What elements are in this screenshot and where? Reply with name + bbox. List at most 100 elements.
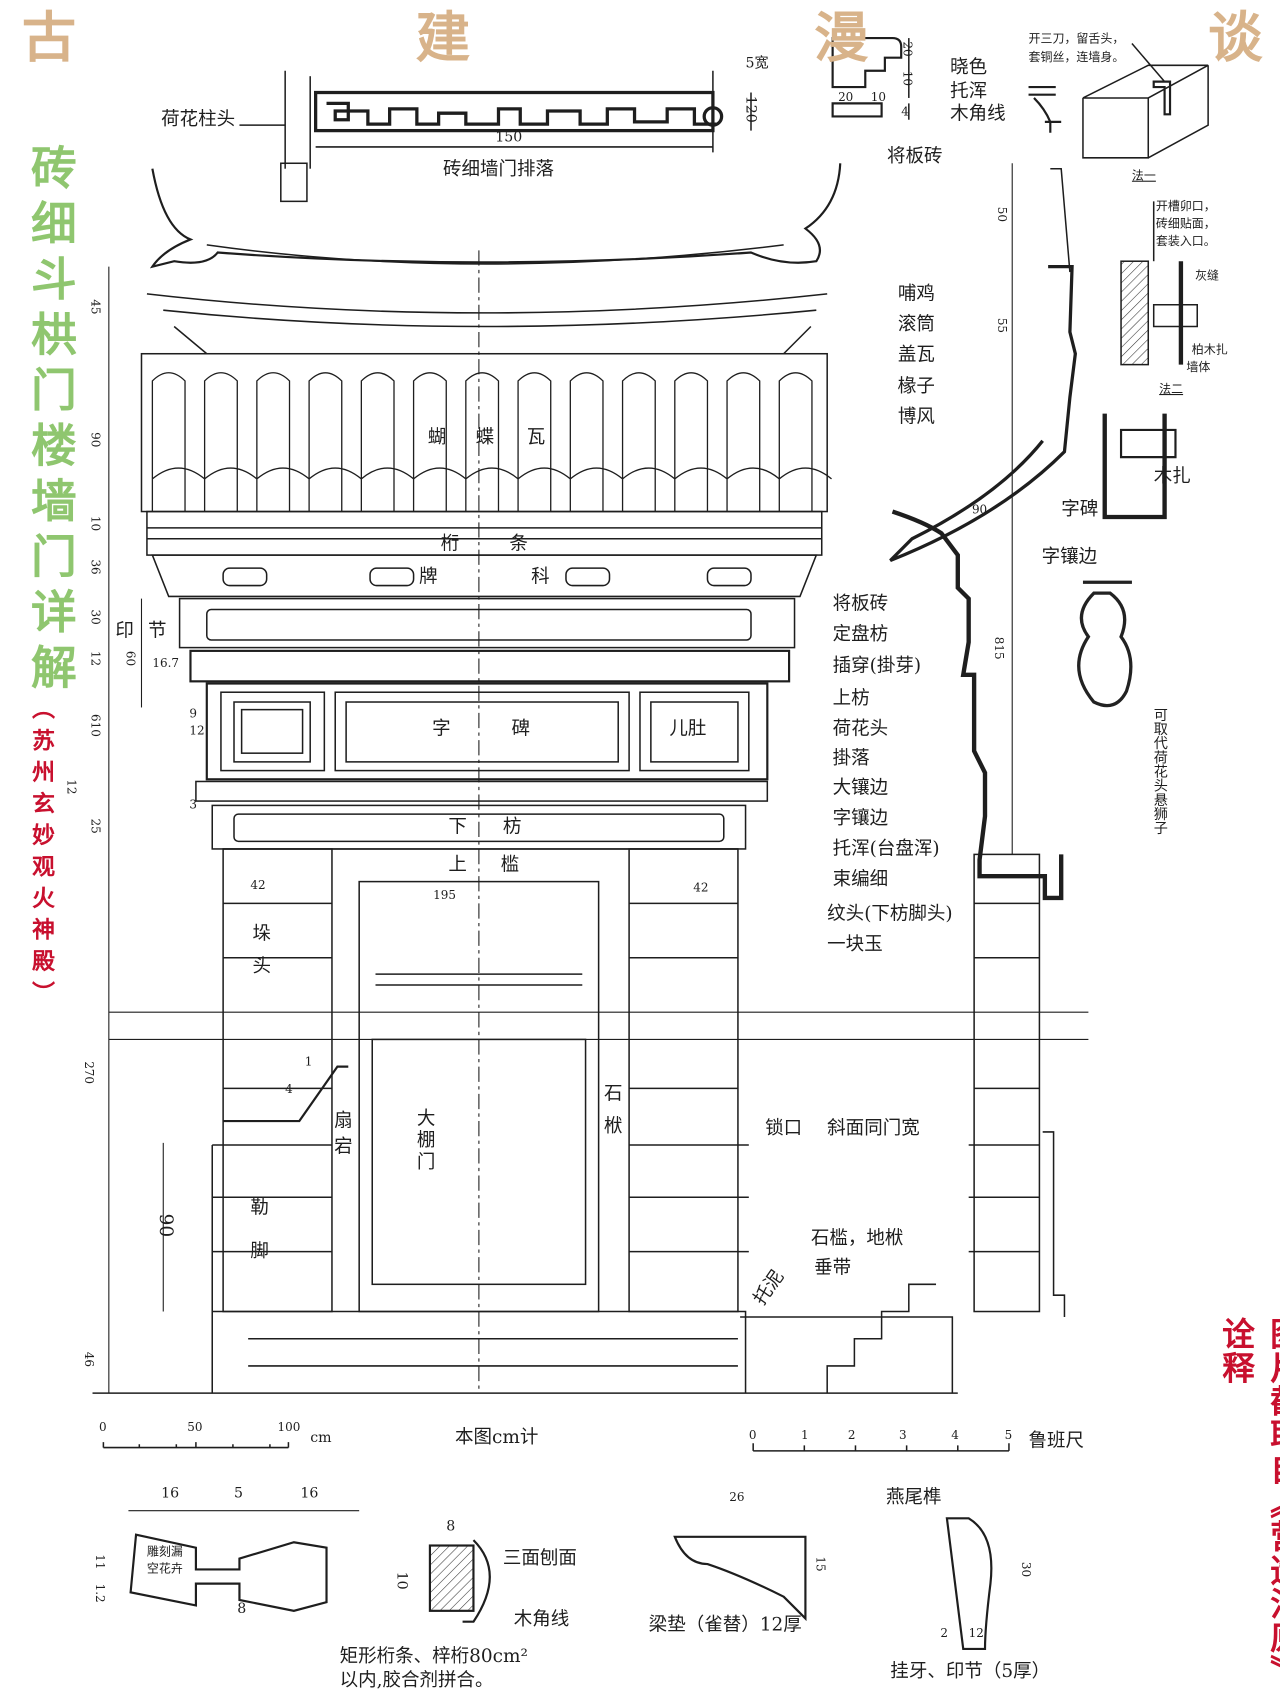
dimension: 12 [189, 723, 205, 738]
dimension: 10 [88, 515, 103, 532]
callout: 掛落 [832, 747, 870, 770]
source-note: 图片截取自《营造法原》诠释 [1215, 1316, 1280, 1688]
caption: 将板砖 [887, 145, 943, 168]
drawing-text: 碑 [511, 718, 531, 741]
callout: 滚筒 [897, 313, 935, 336]
callout: 锁口 [765, 1117, 803, 1140]
callout: 定盘枋 [832, 623, 889, 646]
dimension: 3 [189, 797, 198, 812]
drawing-text: 枋 [502, 816, 522, 839]
dimension: 10 [392, 1571, 410, 1590]
callout: 垂带 [814, 1257, 852, 1279]
label: 墙体 [1186, 360, 1211, 375]
roof-drawing [140, 163, 842, 513]
scale-note: 本图cm计 [454, 1426, 539, 1449]
note: 开三刀，留舌头， [1028, 31, 1125, 46]
drawing-text: 垛 [252, 922, 272, 945]
drawing-text: 蝴 [427, 426, 447, 449]
label: 字碑 [1061, 498, 1099, 521]
callout: 盖瓦 [897, 343, 935, 366]
dimension: 1 [304, 1054, 313, 1069]
callout: 纹头(下枋脚头) [827, 903, 953, 926]
method2-drawing [1120, 201, 1199, 366]
dimension: 42 [693, 880, 709, 895]
dimension: 12 [968, 1626, 984, 1641]
label: 燕尾榫 [885, 1486, 942, 1509]
drawing-text: 栿 [604, 1115, 623, 1138]
dimension: 26 [729, 1490, 745, 1505]
scale-tick: 0 [99, 1420, 107, 1435]
scale-tick: 1 [801, 1427, 809, 1443]
caption: 矩形桁条、梓桁80cm² [339, 1645, 528, 1668]
label: 木角线 [950, 103, 1006, 126]
dimension: 9 [189, 706, 198, 721]
callout: 椽子 [897, 375, 935, 398]
dimension: 16 [300, 1485, 319, 1502]
dimension: 12 [64, 779, 79, 795]
label: 5宽 [745, 55, 769, 72]
dimension: 36 [88, 559, 103, 575]
drawing-text: 石 [604, 1082, 623, 1105]
dimension: 42 [250, 878, 266, 893]
drawing-text: 节 [148, 620, 167, 643]
note: 开槽卯口， [1155, 199, 1216, 214]
drawing-text: 儿肚 [669, 718, 707, 741]
banner-char: 漫 [814, 6, 869, 70]
drawing-text: 字 [432, 718, 451, 741]
scale-tick: 50 [187, 1420, 203, 1435]
dimension: 270 [81, 1061, 96, 1085]
frieze-drawing [239, 70, 752, 203]
dimension: 610 [88, 713, 103, 737]
scale-bars [102, 1442, 1010, 1452]
drawing-text: 门 [416, 1151, 436, 1174]
dimension: 20 [838, 90, 854, 105]
note: 套铜丝，连墙身。 [1028, 50, 1125, 65]
callout: 荷花头 [832, 718, 889, 741]
scale-tick: 4 [951, 1427, 959, 1443]
side-subtitle: （苏州玄妙观火神殿） [29, 696, 56, 1013]
label: 托浑 [950, 80, 988, 103]
callout: 大镶边 [832, 777, 889, 799]
banner-char: 古 [21, 6, 77, 70]
dimension: 20 [900, 41, 915, 57]
callout: 插穿(掛芽) [832, 655, 922, 677]
drawing-text: 宕 [334, 1136, 353, 1159]
drawing-text: 空花卉 [146, 1561, 183, 1577]
dimension: 12 [88, 650, 103, 667]
label: 法二 [1159, 382, 1184, 397]
wall-and-door [92, 848, 1089, 1394]
scale-tick: 5 [1004, 1427, 1013, 1443]
scale-tick: 3 [899, 1427, 907, 1443]
callout: 哺鸡 [897, 282, 935, 305]
drawing-text: 扇 [334, 1110, 353, 1132]
profile-drawing [831, 37, 1209, 159]
label: 灰缝 [1195, 268, 1220, 283]
label: 木扎 [1153, 465, 1191, 488]
dimension: 120 [742, 95, 759, 123]
drawing-text: 棚 [416, 1129, 436, 1152]
drawing-text: 科 [531, 565, 550, 588]
callout: 石槛，地栿 [810, 1227, 904, 1250]
dimension: 16.7 [152, 656, 180, 671]
label: 晓色 [950, 56, 988, 79]
callout: 博风 [897, 405, 935, 428]
note: 砖细贴面， [1155, 216, 1216, 231]
dimension: 1.2 [92, 1583, 107, 1603]
dimension: 4 [285, 1081, 293, 1097]
drawing-text: 槛 [500, 854, 520, 877]
dimension: 150 [495, 129, 523, 146]
drawing-text: 勒 [250, 1197, 269, 1220]
drawing-text: 脚 [250, 1240, 269, 1263]
label: 字镶边 [1041, 546, 1098, 569]
drawing-text: 上 [448, 854, 467, 877]
drawing-text: 下 [448, 816, 467, 839]
dimension: 8 [237, 1601, 247, 1618]
drawing-text: 牌 [419, 565, 438, 588]
dimension: 30 [1018, 1561, 1033, 1578]
dimension: 195 [433, 888, 457, 903]
note: 可取代荷花头悬狮子 [1150, 707, 1167, 835]
dimension: 8 [446, 1518, 456, 1535]
note: 套装入口。 [1155, 234, 1216, 249]
